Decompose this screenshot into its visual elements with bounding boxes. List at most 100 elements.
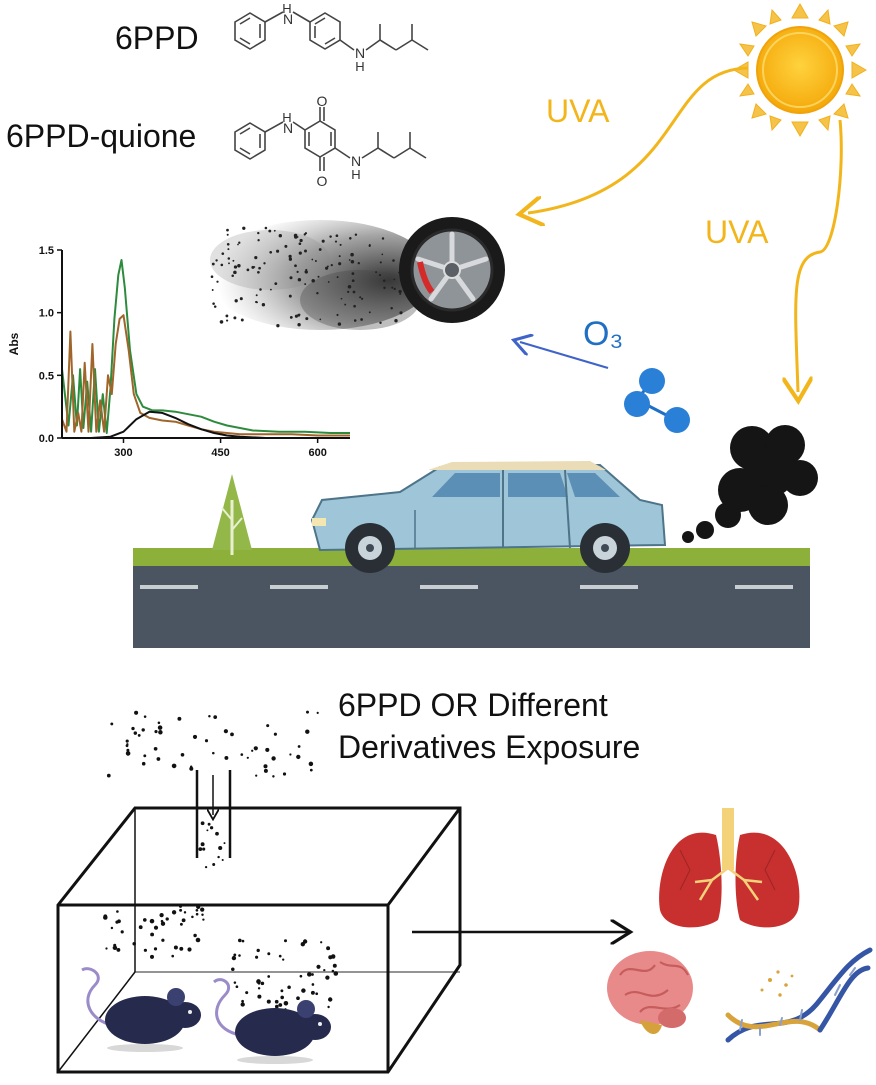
particle-dot (334, 240, 338, 243)
particle-dot (333, 971, 339, 976)
particle-dot (141, 728, 145, 732)
particle-dot (375, 271, 378, 274)
particle-dot (245, 991, 249, 995)
particle-dot (200, 907, 205, 912)
particle-dot (180, 752, 185, 757)
particle-dot (315, 992, 319, 996)
particle-dot (192, 734, 198, 739)
particle-dot (255, 774, 258, 777)
tire-wear-particles (205, 220, 435, 330)
particle-dot (379, 321, 382, 325)
particle-dot (311, 983, 315, 986)
particle-dot (230, 732, 234, 737)
exhaust-smoke-icon (682, 425, 818, 543)
particle-dot (381, 253, 384, 256)
particle-dot (316, 291, 319, 295)
y-tick-label: 1.5 (39, 245, 54, 257)
particle-dot (110, 722, 114, 726)
particle-dot (325, 975, 330, 980)
particle-dot (181, 918, 186, 923)
molecule-label-6ppd-quinone: 6PPD-quione (6, 118, 197, 154)
ozone-arrow (520, 342, 609, 370)
mouse-icon-2 (213, 978, 331, 1064)
particle-dot (226, 319, 229, 322)
particle-dot (220, 263, 224, 267)
particle-dot (337, 322, 342, 326)
particle-dot (319, 318, 322, 321)
particle-dot (227, 257, 231, 260)
particle-dot (332, 963, 337, 968)
nh-label-a2: H (355, 59, 364, 74)
particle-dot (223, 842, 226, 845)
particle-dot (213, 305, 217, 308)
particle-dot (276, 249, 280, 253)
x-tick-label: 600 (308, 447, 326, 459)
particle-dot (350, 260, 355, 264)
particle-dot (307, 972, 312, 977)
particle-dot (289, 316, 293, 319)
particle-dot (131, 726, 135, 731)
particle-dot (195, 937, 201, 943)
particle-dot (296, 996, 300, 1001)
particle-dot (159, 912, 164, 918)
particle-dot (350, 252, 354, 257)
particle-dot (357, 262, 360, 265)
particle-dot (241, 939, 245, 943)
uva-arrow-to-exhaust (796, 119, 843, 392)
particle-dot (200, 821, 205, 826)
particle-dot (297, 322, 301, 327)
particle-dot (348, 259, 351, 261)
particle-dot (327, 1005, 330, 1009)
particle-dot (206, 829, 209, 832)
particle-dot (321, 239, 325, 243)
particle-dot (228, 262, 230, 265)
particle-dot (233, 953, 237, 957)
y-tick-label: 0.0 (39, 433, 54, 445)
particle-dot (191, 915, 194, 919)
particle-dot (264, 226, 268, 230)
uva-arrow-to-tire (528, 66, 749, 213)
mouse-icon-1 (81, 967, 201, 1052)
particle-dot (359, 296, 362, 299)
particle-dot (110, 926, 114, 930)
uva-label-2: UVA (705, 214, 769, 250)
particle-dot (335, 234, 339, 238)
particle-dot (204, 865, 208, 869)
particle-dot (283, 1001, 289, 1006)
particle-dot (284, 244, 288, 248)
particle-dot (106, 773, 111, 778)
particle-dot (299, 974, 303, 978)
particle-dot (257, 239, 260, 242)
particle-dot (183, 911, 187, 914)
particle-dot (233, 265, 238, 269)
particle-dot (237, 264, 241, 268)
particle-dot (306, 710, 309, 714)
particle-dot (280, 989, 284, 993)
particle-dot (305, 268, 308, 271)
particle-dot (297, 745, 301, 748)
particle-dot (399, 292, 402, 295)
particle-dot (266, 724, 270, 728)
particle-dot (137, 734, 141, 737)
particle-dot (246, 756, 249, 759)
particle-dot (268, 229, 272, 233)
particle-dot (193, 933, 197, 938)
particle-dot (394, 319, 398, 323)
particle-dot (209, 826, 214, 830)
particle-dot (278, 234, 282, 238)
particle-dot (282, 772, 287, 776)
particle-dot (265, 747, 270, 752)
particle-dot (353, 304, 356, 308)
n-label-b1: N (283, 120, 293, 136)
particle-dot (150, 954, 154, 959)
particle-dot (141, 761, 146, 766)
particle-dot (143, 754, 147, 758)
particle-dot (274, 999, 279, 1004)
particle-dot (330, 263, 333, 267)
particle-dot (329, 235, 332, 238)
o-label-top: O (317, 93, 328, 109)
particle-dot (272, 775, 275, 778)
particle-dot (221, 858, 224, 862)
particle-dot (267, 952, 271, 956)
